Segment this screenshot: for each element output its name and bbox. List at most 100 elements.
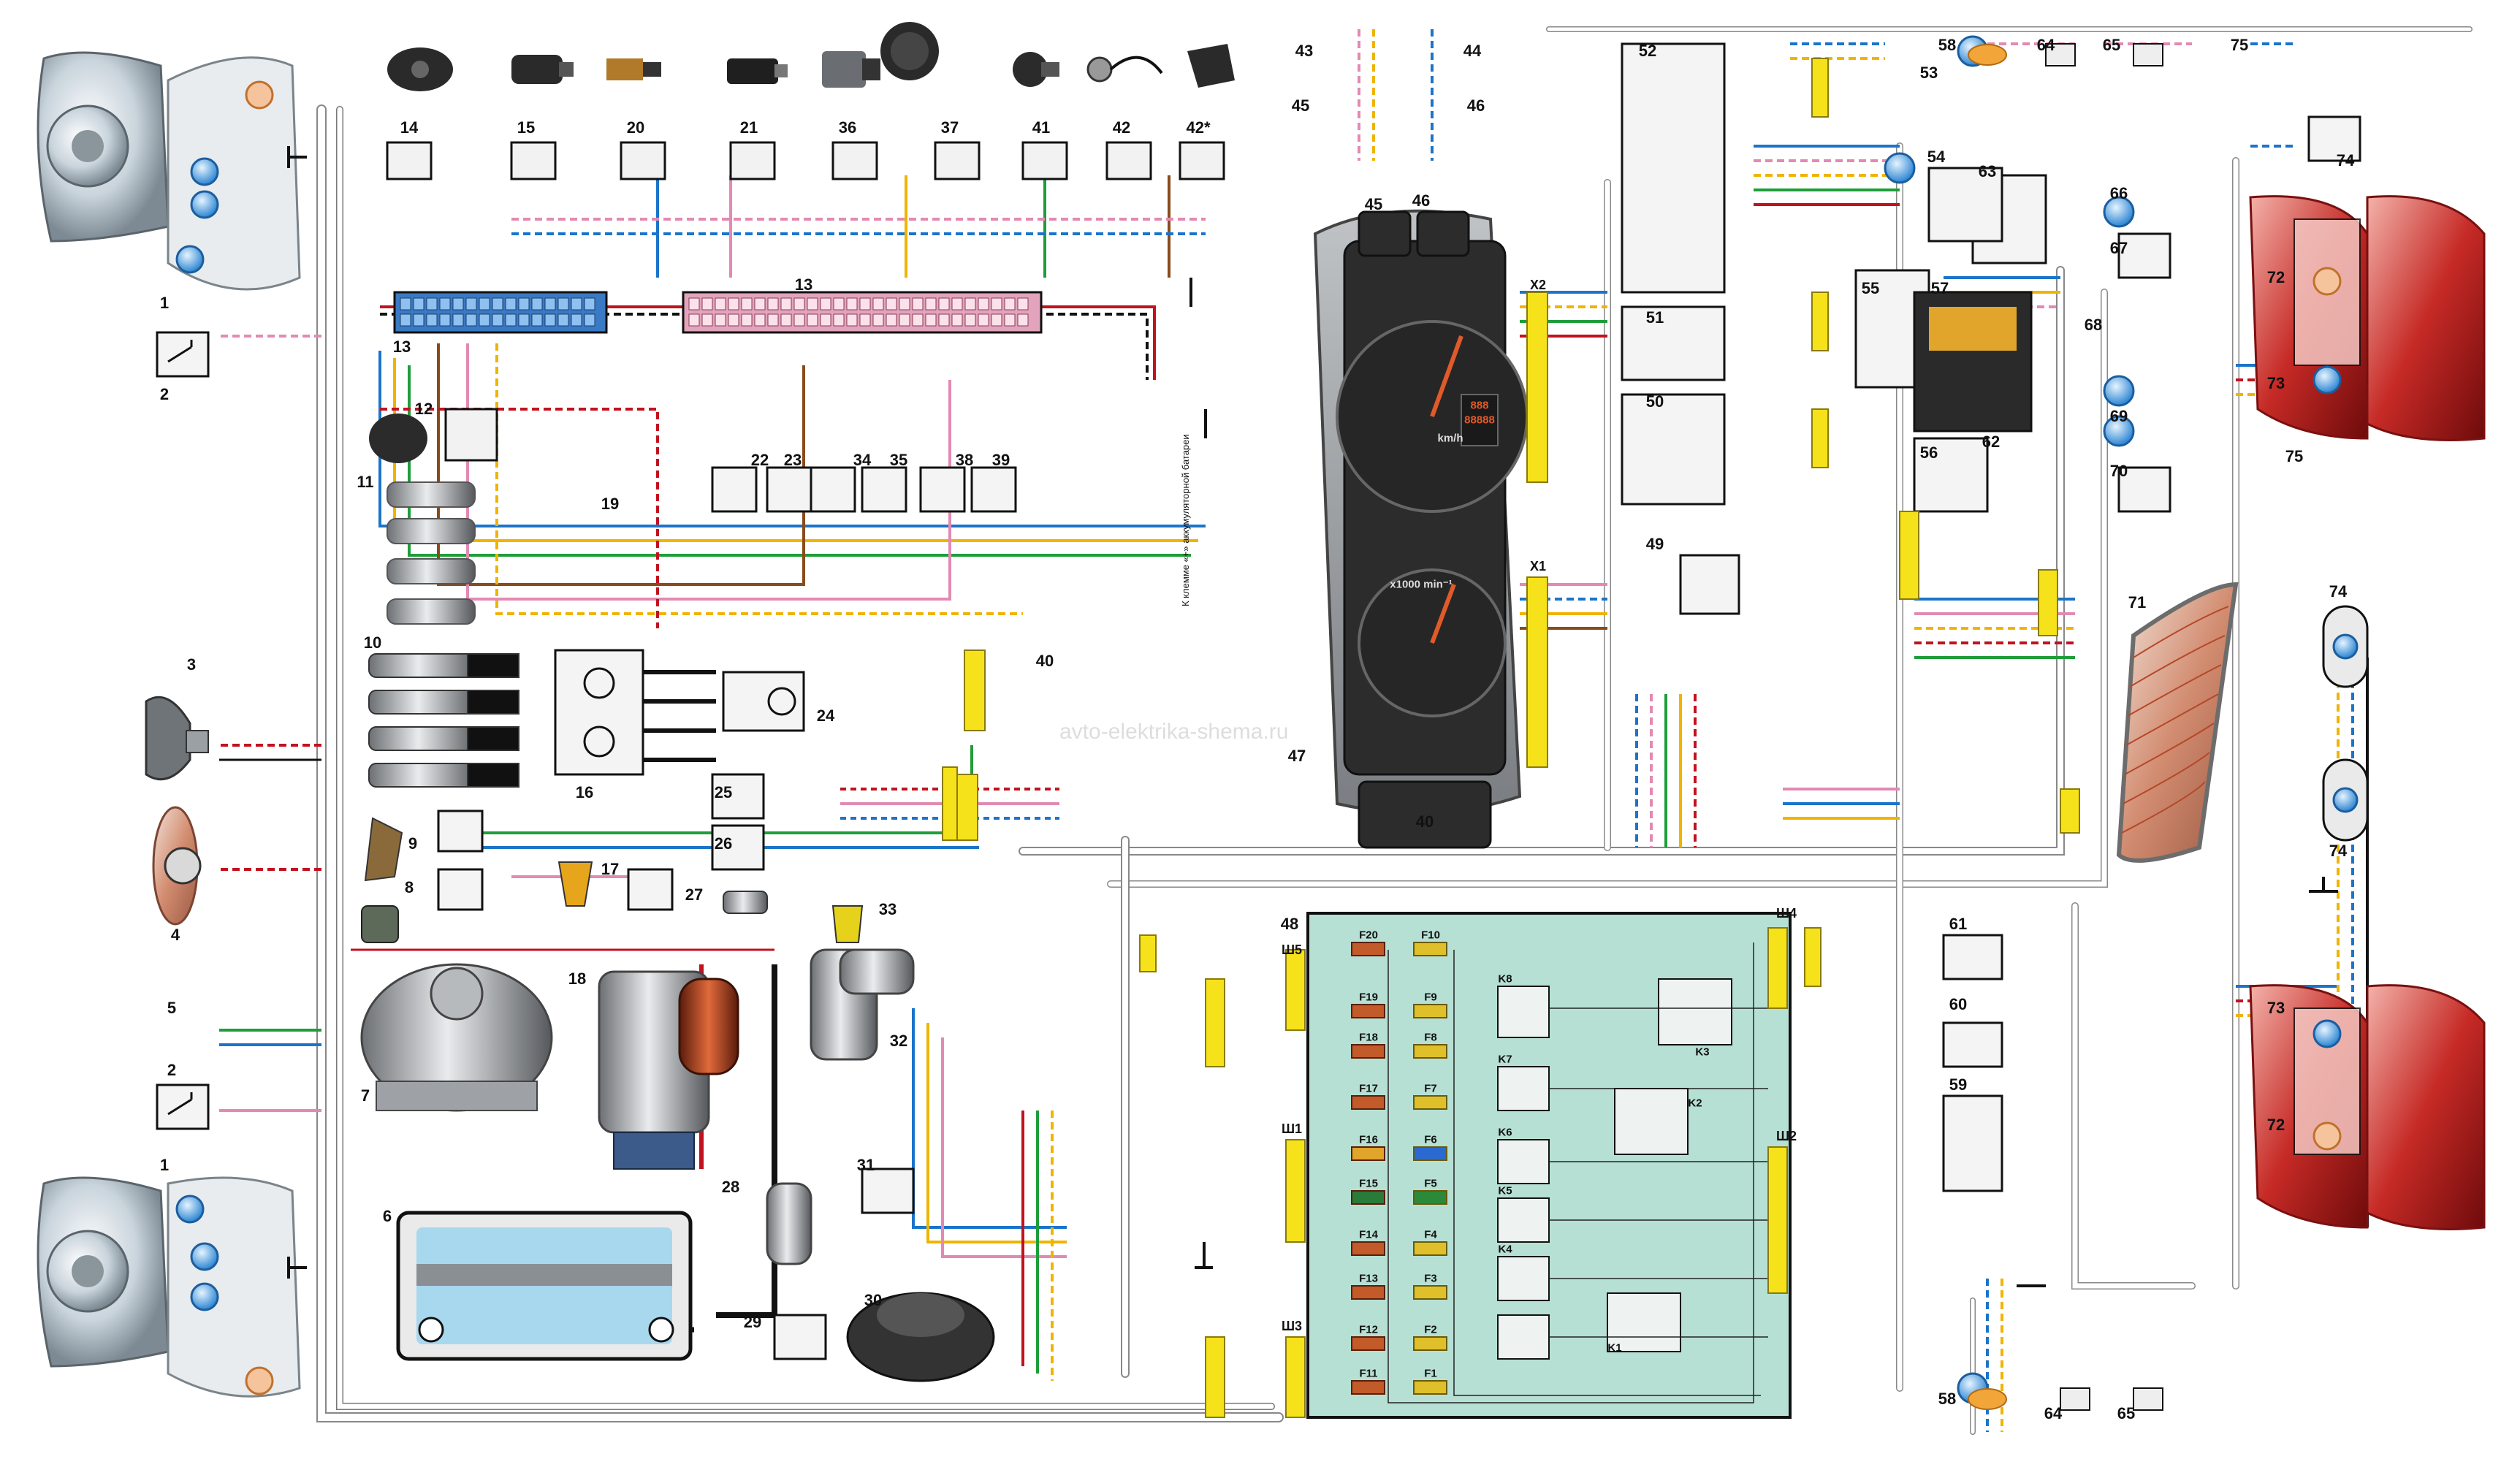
- label-72-top: 72: [2266, 268, 2285, 286]
- label-65-bottom: 65: [2117, 1404, 2136, 1422]
- watermark: avto-elektrika-shema.ru: [1059, 720, 1289, 744]
- fuse-label-f9: F9: [1424, 991, 1437, 1004]
- rpm-unit: x1000 min⁻¹: [1390, 578, 1453, 591]
- horn: [145, 696, 209, 781]
- label-41: 41: [1032, 118, 1051, 137]
- label-45-top: 45: [1291, 96, 1310, 115]
- label-38: 38: [955, 451, 974, 469]
- fuse-label-f17: F17: [1359, 1082, 1378, 1095]
- label-33: 33: [878, 900, 897, 918]
- label-51: 51: [1645, 308, 1664, 327]
- label-26: 26: [714, 834, 733, 853]
- relay-label-k2: K2: [1688, 1097, 1702, 1110]
- fuse-label-f13: F13: [1359, 1272, 1378, 1285]
- door-lamps: [1942, 43, 2163, 1411]
- label-17: 17: [601, 860, 620, 878]
- label-2-top: 2: [159, 385, 170, 403]
- label-19: 19: [601, 495, 620, 513]
- label-34: 34: [853, 451, 872, 469]
- label-62: 62: [1982, 433, 2001, 451]
- label-74-top: 74: [2336, 151, 2355, 169]
- rear-window-heater: [2116, 582, 2239, 863]
- label-64-bottom: 64: [2044, 1404, 2063, 1422]
- sensor-pictures: [387, 22, 1235, 91]
- connector-x2: X2: [1529, 278, 1547, 292]
- injectors: [387, 481, 476, 625]
- spark-plugs: [368, 653, 519, 788]
- label-40-cluster: 40: [1415, 812, 1434, 831]
- label-75-mid: 75: [2285, 447, 2304, 465]
- label-27: 27: [685, 885, 704, 904]
- label-32: 32: [889, 1032, 908, 1050]
- fuse-label-f3: F3: [1424, 1272, 1437, 1285]
- label-1-top: 1: [159, 294, 170, 312]
- fuse-label-f1: F1: [1424, 1367, 1437, 1380]
- relay-label-k5: K5: [1498, 1184, 1512, 1197]
- label-6: 6: [382, 1207, 392, 1225]
- instrument-cluster: [1313, 209, 1529, 849]
- label-36: 36: [838, 118, 857, 137]
- fuse-label-f12: F12: [1359, 1323, 1378, 1336]
- label-29: 29: [743, 1313, 762, 1331]
- relay-label-k6: K6: [1498, 1126, 1512, 1139]
- label-49: 49: [1645, 535, 1664, 553]
- relay-label-k8: K8: [1498, 972, 1512, 986]
- fuse-label-f2: F2: [1424, 1323, 1437, 1336]
- idle-valve: [369, 408, 498, 463]
- battery: [396, 1211, 693, 1361]
- label-71: 71: [2128, 593, 2147, 612]
- label-12: 12: [414, 400, 433, 418]
- label-66: 66: [2109, 184, 2128, 202]
- label-35: 35: [889, 451, 908, 469]
- label-21: 21: [739, 118, 758, 137]
- label-16: 16: [575, 783, 594, 801]
- fuse-label-f19: F19: [1359, 991, 1378, 1004]
- label-42-alt: 42*: [1186, 118, 1211, 137]
- fuse-label-f16: F16: [1359, 1133, 1378, 1146]
- label-56: 56: [1919, 443, 1938, 462]
- label-18: 18: [568, 970, 587, 988]
- label-65-top: 65: [2102, 36, 2121, 54]
- alternator: [360, 963, 553, 1112]
- rear-lamps-bottom: [2249, 984, 2486, 1230]
- label-31: 31: [856, 1156, 875, 1174]
- label-45: 45: [1364, 195, 1383, 213]
- label-37: 37: [940, 118, 959, 137]
- label-47: 47: [1287, 747, 1306, 765]
- label-22: 22: [750, 451, 769, 469]
- label-14: 14: [400, 118, 419, 137]
- label-9: 9: [408, 834, 418, 853]
- ignition-module: [554, 649, 644, 776]
- fuse-box: [1306, 912, 1792, 1419]
- label-55: 55: [1861, 279, 1880, 297]
- label-59: 59: [1949, 1075, 1968, 1094]
- label-2-bottom: 2: [167, 1061, 177, 1079]
- aux-switches: [773, 1167, 915, 1360]
- label-23: 23: [783, 451, 802, 469]
- label-58-bottom: 58: [1938, 1390, 1957, 1408]
- label-67: 67: [2109, 239, 2128, 257]
- label-72-bottom: 72: [2266, 1116, 2285, 1134]
- label-74-bottom: 74: [2329, 842, 2348, 860]
- fuse-label-f7: F7: [1424, 1082, 1437, 1095]
- label-30: 30: [864, 1291, 883, 1309]
- fuse-label-f6: F6: [1424, 1133, 1437, 1146]
- fuse-label-f15: F15: [1359, 1177, 1378, 1190]
- label-28: 28: [721, 1178, 740, 1196]
- lower-sensors: [361, 773, 864, 943]
- pump-relays: [711, 466, 1017, 732]
- trip-meter: 888: [1470, 399, 1489, 412]
- label-40-engine: 40: [1035, 652, 1054, 670]
- battery-note: К клемме «+» аккумуляторной батареи: [1180, 434, 1191, 606]
- ground-symbols: [287, 146, 2338, 1287]
- connector-sh4: Ш4: [1775, 906, 1797, 921]
- connector-sh5: Ш5: [1281, 942, 1303, 957]
- headlamp-front-left-bottom: [37, 1176, 301, 1398]
- connector-sh1: Ш1: [1281, 1121, 1303, 1136]
- fuse-label-f10: F10: [1421, 929, 1440, 942]
- label-43: 43: [1295, 42, 1314, 60]
- speed-unit: km/h: [1437, 432, 1463, 445]
- fuse-label-f8: F8: [1424, 1031, 1437, 1044]
